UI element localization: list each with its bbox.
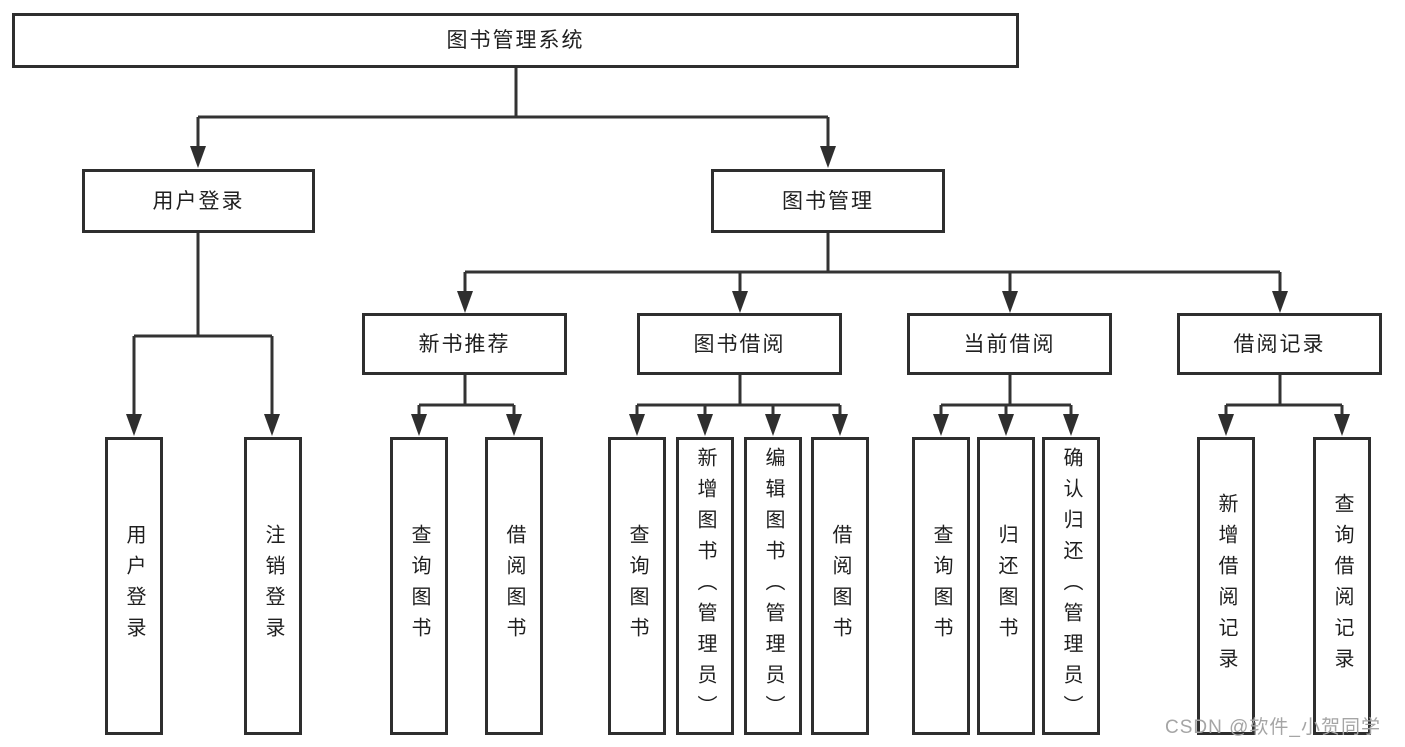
leaf-logout: 注销登录 — [244, 437, 302, 735]
node-borrow-records: 借阅记录 — [1177, 313, 1382, 375]
arrowheads — [126, 146, 1350, 436]
node-book-management: 图书管理 — [711, 169, 945, 233]
leaf-add-book-admin: 新增图书（管理员） — [676, 437, 734, 735]
leaf-borrow-books: 借阅图书 — [811, 437, 869, 735]
node-user-login: 用户登录 — [82, 169, 315, 233]
leaf-return-book: 归还图书 — [977, 437, 1035, 735]
leaf-user-login: 用户登录 — [105, 437, 163, 735]
leaf-edit-book-admin: 编辑图书（管理员） — [744, 437, 802, 735]
leaf-query-books-recommend: 查询图书 — [390, 437, 448, 735]
connector-paths — [132, 68, 1344, 420]
leaf-query-books-current: 查询图书 — [912, 437, 970, 735]
leaf-confirm-return-admin: 确认归还（管理员） — [1042, 437, 1100, 735]
node-book-borrow: 图书借阅 — [637, 313, 842, 375]
leaf-query-borrow-record: 查询借阅记录 — [1313, 437, 1371, 735]
csdn-watermark: CSDN @软件_小贺同学 — [1165, 717, 1381, 738]
leaf-query-books-borrow: 查询图书 — [608, 437, 666, 735]
node-system-root: 图书管理系统 — [12, 13, 1019, 68]
node-current-borrow: 当前借阅 — [907, 313, 1112, 375]
leaf-borrow-books-recommend: 借阅图书 — [485, 437, 543, 735]
leaf-add-borrow-record: 新增借阅记录 — [1197, 437, 1255, 735]
node-new-book-recommend: 新书推荐 — [362, 313, 567, 375]
